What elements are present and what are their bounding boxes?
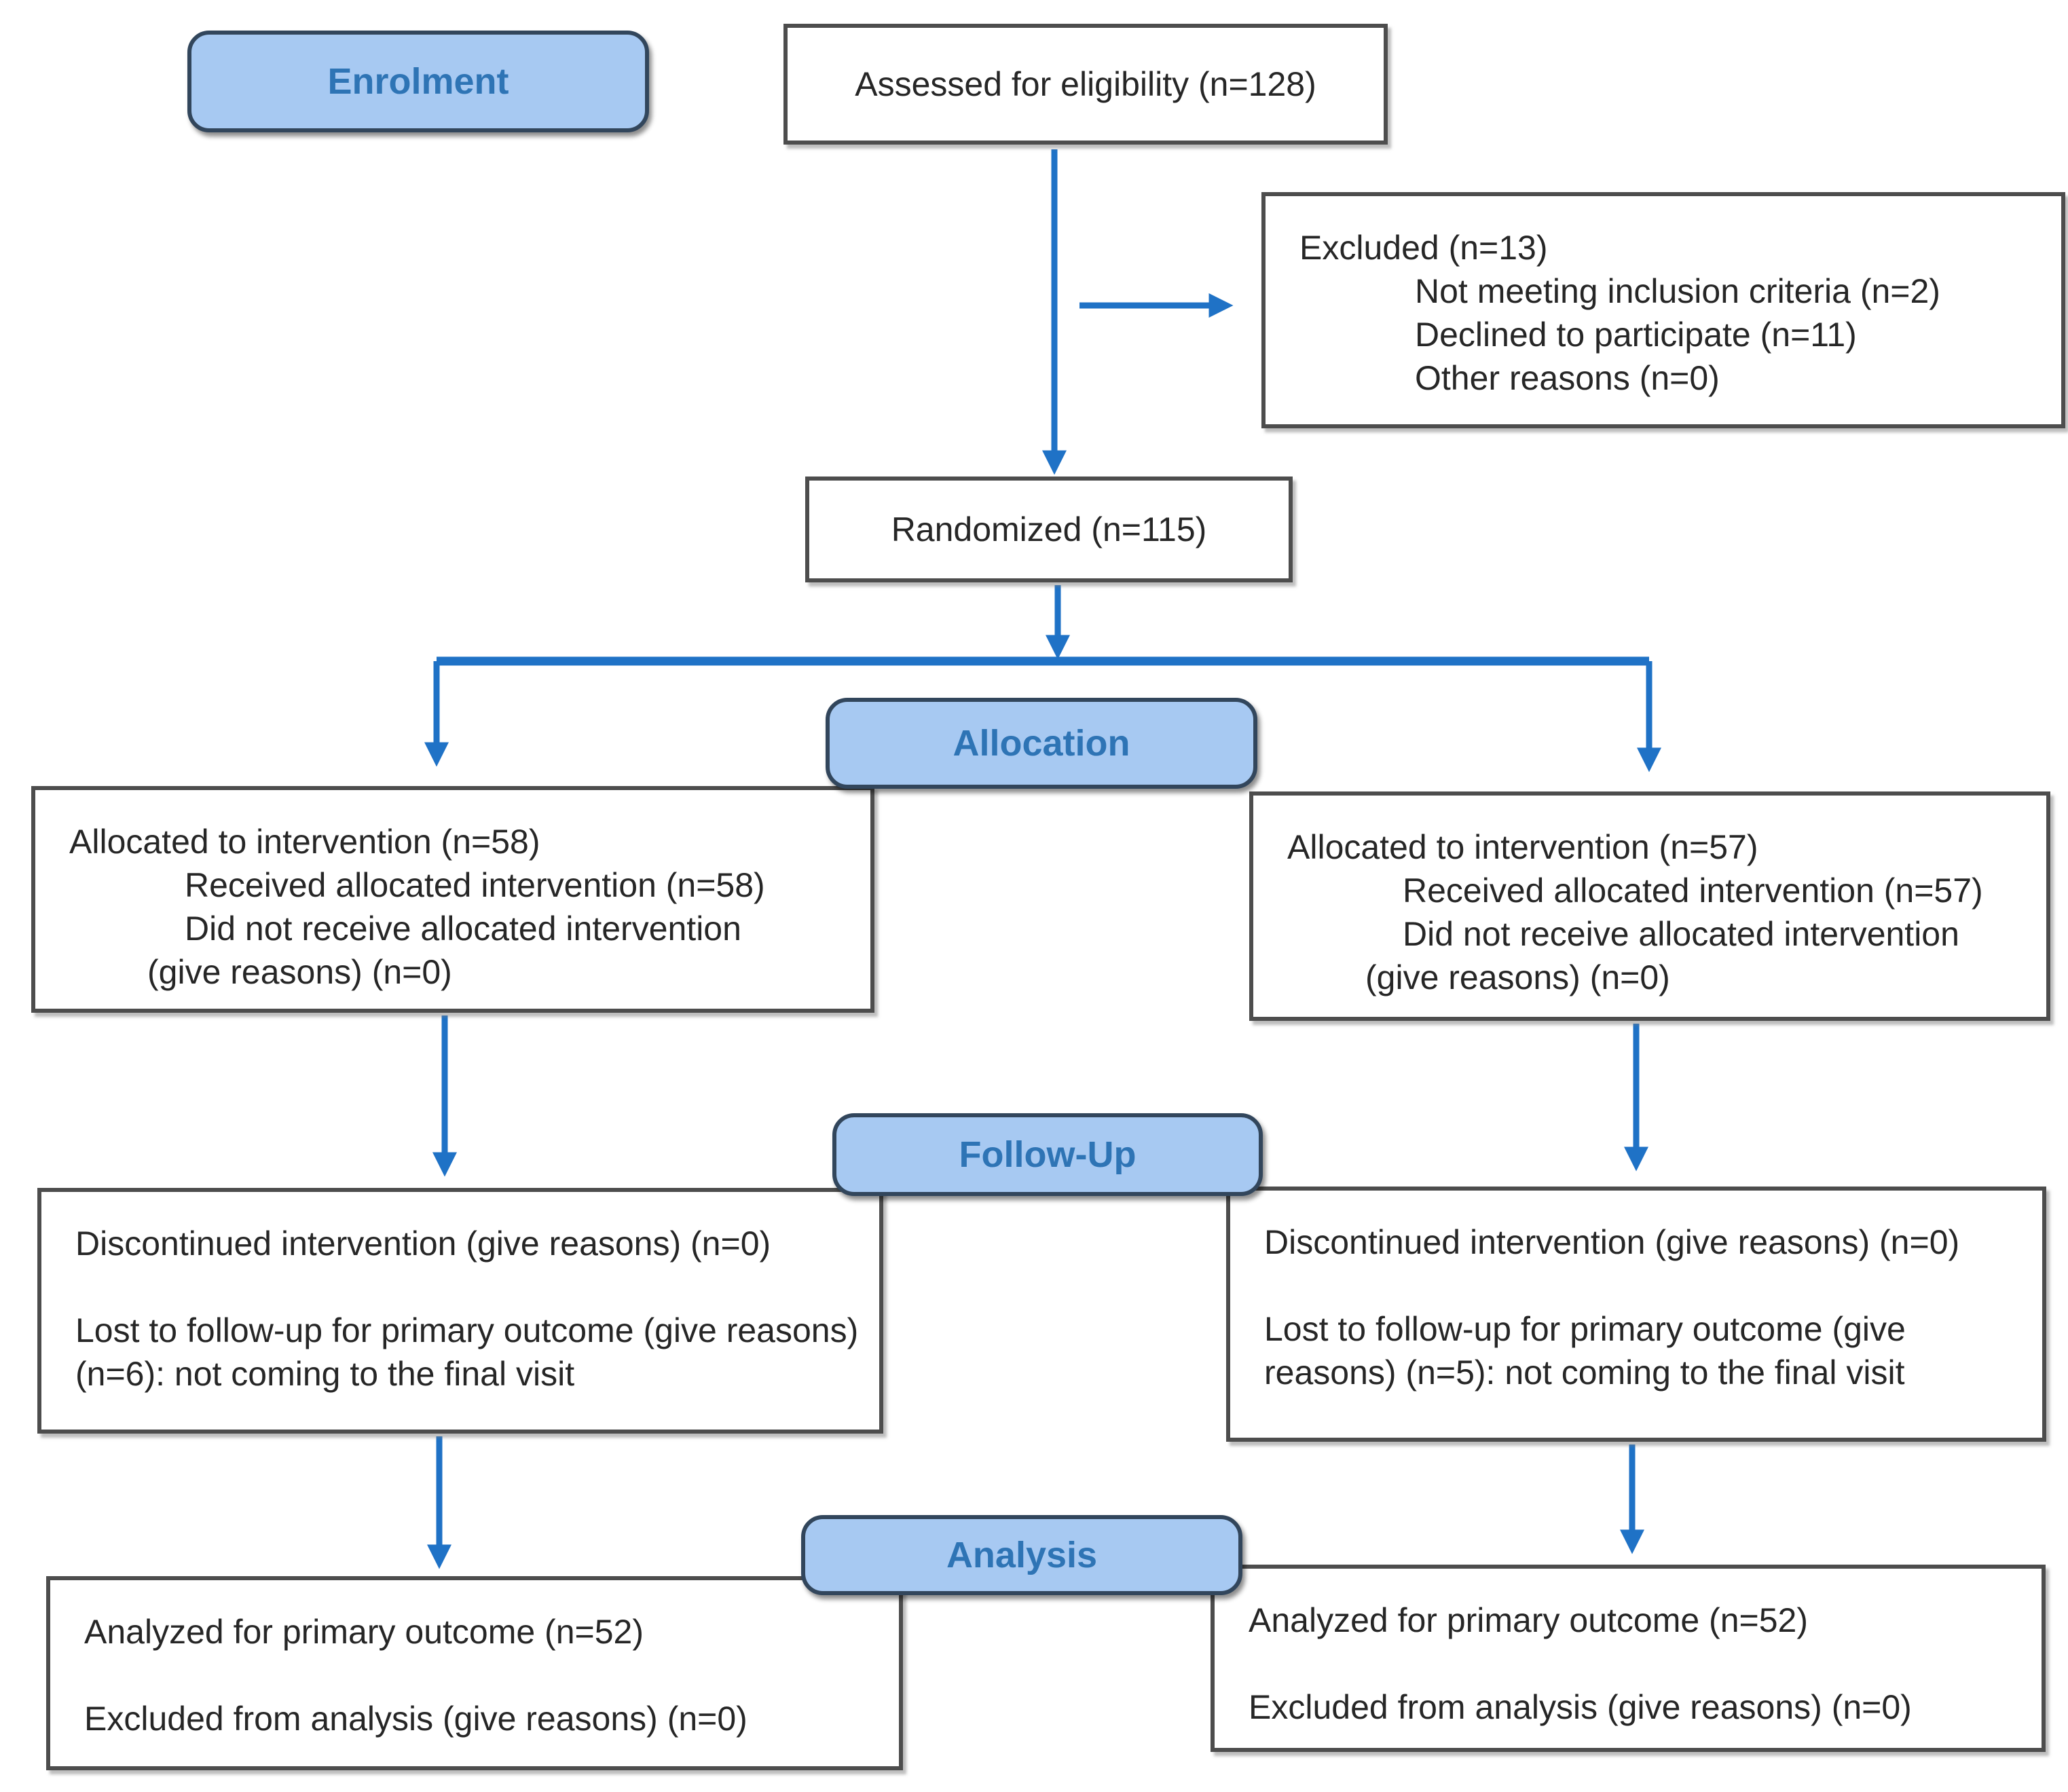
excluded-title: Excluded (n=13) bbox=[1299, 229, 1548, 267]
analysis-stage-text: Analysis bbox=[946, 1535, 1098, 1575]
allocation-right-note: (give reasons) (n=0) bbox=[1365, 958, 1670, 996]
excluded-item: Not meeting inclusion criteria (n=2) bbox=[1415, 272, 1940, 310]
allocation-stage-label: Allocation bbox=[826, 698, 1257, 789]
allocation-right-item: Received allocated intervention (n=57) bbox=[1403, 872, 1983, 910]
allocation-left-box: Allocated to intervention (n=58) Receive… bbox=[31, 786, 874, 1013]
analysis-right-analyzed: Analyzed for primary outcome (n=52) bbox=[1249, 1601, 1808, 1639]
randomized-text: Randomized (n=115) bbox=[891, 510, 1207, 548]
analysis-left-analyzed: Analyzed for primary outcome (n=52) bbox=[84, 1613, 644, 1651]
enrolment-stage-text: Enrolment bbox=[327, 61, 509, 102]
assessed-eligibility-box: Assessed for eligibility (n=128) bbox=[783, 24, 1388, 145]
excluded-item: Other reasons (n=0) bbox=[1415, 359, 1720, 397]
followup-right-lost: Lost to follow-up for primary outcome (g… bbox=[1264, 1310, 1906, 1392]
allocation-stage-text: Allocation bbox=[953, 723, 1130, 764]
excluded-item: Declined to participate (n=11) bbox=[1415, 316, 1857, 354]
analysis-left-excluded: Excluded from analysis (give reasons) (n… bbox=[84, 1700, 747, 1738]
excluded-box: Excluded (n=13) Not meeting inclusion cr… bbox=[1261, 192, 2065, 428]
allocation-left-item: Received allocated intervention (n=58) bbox=[185, 866, 765, 904]
followup-right-discontinued: Discontinued intervention (give reasons)… bbox=[1264, 1223, 1960, 1261]
followup-left-box: Discontinued intervention (give reasons)… bbox=[37, 1188, 883, 1434]
followup-left-discontinued: Discontinued intervention (give reasons)… bbox=[75, 1225, 771, 1263]
analysis-right-box: Analyzed for primary outcome (n=52) Excl… bbox=[1211, 1565, 2046, 1752]
analysis-stage-label: Analysis bbox=[801, 1515, 1242, 1595]
analysis-left-box: Analyzed for primary outcome (n=52) Excl… bbox=[46, 1576, 903, 1770]
allocation-left-title: Allocated to intervention (n=58) bbox=[69, 823, 540, 861]
assessed-eligibility-text: Assessed for eligibility (n=128) bbox=[855, 65, 1316, 103]
allocation-right-item: Did not receive allocated intervention bbox=[1403, 915, 1959, 953]
followup-stage-text: Follow-Up bbox=[959, 1134, 1137, 1175]
randomized-box: Randomized (n=115) bbox=[805, 477, 1293, 582]
followup-left-lost: Lost to follow-up for primary outcome (g… bbox=[75, 1311, 859, 1393]
enrolment-stage-label: Enrolment bbox=[187, 31, 649, 132]
followup-stage-label: Follow-Up bbox=[832, 1113, 1263, 1196]
followup-right-box: Discontinued intervention (give reasons)… bbox=[1226, 1187, 2046, 1442]
allocation-left-note: (give reasons) (n=0) bbox=[147, 953, 452, 991]
allocation-right-box: Allocated to intervention (n=57) Receive… bbox=[1249, 791, 2050, 1021]
allocation-right-title: Allocated to intervention (n=57) bbox=[1287, 828, 1758, 866]
analysis-right-excluded: Excluded from analysis (give reasons) (n… bbox=[1249, 1688, 1912, 1726]
allocation-left-item: Did not receive allocated intervention bbox=[185, 910, 741, 948]
